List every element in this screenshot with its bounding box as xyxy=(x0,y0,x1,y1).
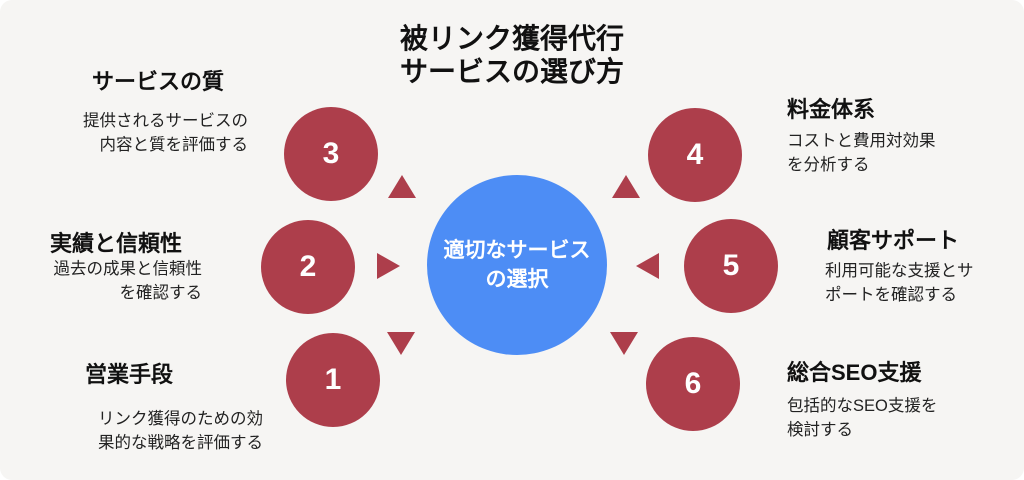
step-heading-pricing: 料金体系 xyxy=(787,97,876,122)
step-number: 1 xyxy=(324,363,342,396)
arrow-up-icon xyxy=(388,175,416,198)
diagram-title: 被リンク獲得代行 サービスの選び方 xyxy=(399,23,624,88)
step-circle-1: 1 xyxy=(286,333,380,427)
arrow-down-icon xyxy=(610,332,638,355)
arrow-right-icon xyxy=(377,253,400,279)
step-number: 3 xyxy=(322,137,340,170)
arrow-up-icon xyxy=(612,175,640,198)
step-circle-6: 6 xyxy=(646,337,740,431)
step-number: 4 xyxy=(686,138,704,171)
step-circle-4: 4 xyxy=(648,108,742,202)
arrow-left-icon xyxy=(636,253,659,279)
step-circle-3: 3 xyxy=(284,107,378,201)
step-description-seo-support: 包括的なSEO支援を 検討する xyxy=(787,397,938,439)
step-description-sales-methods: リンク獲得のための効 果的な戦略を評価する xyxy=(98,410,263,452)
step-description-pricing: コストと費用対効果 を分析する xyxy=(787,132,936,174)
step-heading-seo-support: 総合SEO支援 xyxy=(787,360,922,385)
step-number: 5 xyxy=(722,249,740,282)
step-circle-2: 2 xyxy=(261,220,355,314)
center-circle: 適切なサービス の選択 xyxy=(427,175,607,355)
step-number: 2 xyxy=(299,250,317,283)
step-heading-customer-support: 顧客サポート xyxy=(827,228,960,253)
step-description-service-quality: 提供されるサービスの 内容と質を評価する xyxy=(83,112,248,154)
step-description-track-record: 過去の成果と信頼性 を確認する xyxy=(53,260,203,302)
center-label: 適切なサービス の選択 xyxy=(443,238,591,291)
step-circle-5: 5 xyxy=(684,219,778,313)
step-number: 6 xyxy=(684,367,702,400)
step-description-customer-support: 利用可能な支援とサ ポートを確認する xyxy=(825,262,974,304)
step-heading-service-quality: サービスの質 xyxy=(92,69,225,94)
arrow-down-icon xyxy=(387,332,415,355)
step-heading-track-record: 実績と信頼性 xyxy=(50,231,183,256)
step-heading-sales-methods: 営業手段 xyxy=(85,362,174,387)
